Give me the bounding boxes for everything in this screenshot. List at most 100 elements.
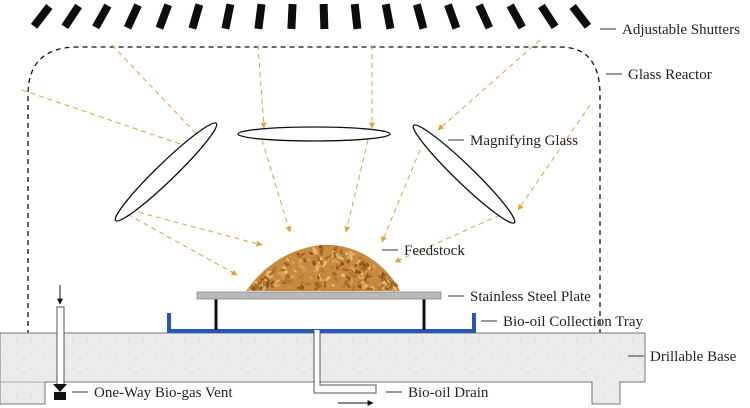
feedstock-chip (302, 268, 307, 272)
feedstock-chip (265, 280, 270, 289)
feedstock-chip (270, 270, 276, 274)
light-ray (119, 209, 238, 276)
feedstock-chip (296, 254, 303, 259)
feedstock-chip (362, 261, 367, 270)
feedstock-chip (349, 253, 353, 261)
feedstock-chip (386, 276, 392, 280)
shutter-slat (475, 3, 493, 30)
feedstock-chip (285, 274, 291, 279)
feedstock-chip (308, 276, 314, 280)
feedstock-chip (377, 285, 382, 291)
feedstock-chip (291, 261, 295, 265)
feedstock-chip (316, 263, 321, 268)
light-ray (111, 44, 203, 141)
feedstock-chip (350, 266, 356, 273)
magnifying-glasses (114, 122, 516, 224)
feedstock-chip (374, 283, 377, 287)
feedstock-chip (331, 284, 335, 287)
feedstock-chip (282, 274, 285, 281)
light-rays (21, 39, 591, 276)
feedstock-chip (299, 273, 305, 279)
feedstock-chip (360, 275, 365, 280)
light-ray (517, 104, 591, 211)
feedstock-chip (274, 284, 281, 288)
feedstock-chip (318, 244, 323, 249)
feedstock-chip (293, 269, 297, 273)
feedstock-chip (325, 275, 331, 282)
feedstock-chip (333, 246, 338, 252)
label-magnifying-glass: Magnifying Glass (470, 133, 578, 149)
feedstock-chip (329, 266, 334, 269)
light-ray (21, 89, 199, 152)
glass-reactor-dome (27, 46, 601, 335)
light-ray (437, 39, 541, 131)
stainless-steel-plate (196, 291, 442, 300)
feedstock-chip (356, 258, 362, 265)
feedstock-chip (298, 281, 304, 288)
feedstock-chip (350, 277, 353, 285)
label-stainless-steel-plate: Stainless Steel Plate (470, 289, 591, 305)
feedstock-chip (298, 257, 303, 265)
feedstock-chip (319, 260, 324, 266)
feedstock-chip (303, 258, 307, 263)
feedstock-chip (342, 254, 348, 263)
shutter-slat (569, 4, 592, 29)
feedstock-chip (335, 252, 340, 259)
feedstock-chip (324, 280, 326, 290)
one-way-valve-icon (53, 384, 67, 400)
feedstock-chip (348, 250, 355, 256)
feedstock-chip (300, 285, 305, 290)
shutter-slat (30, 4, 53, 29)
light-ray (257, 44, 267, 129)
feedstock-chip (304, 259, 312, 262)
feedstock-chip (254, 283, 260, 290)
feedstock-chip (318, 273, 322, 281)
feedstock-chip (339, 261, 345, 266)
feedstock-chip (357, 284, 363, 289)
feedstock-chip (354, 263, 358, 268)
feedstock-chip (352, 285, 355, 292)
label-bio-oil-drain: Bio-oil Drain (408, 385, 489, 401)
feedstock-chip (362, 259, 366, 262)
label-drillable-base: Drillable Base (650, 349, 737, 365)
feedstock-chip (333, 276, 339, 282)
shutter-slat (254, 3, 266, 30)
light-ray (381, 149, 421, 243)
feedstock-chip (281, 266, 287, 270)
feedstock-chip (315, 282, 319, 290)
feedstock-chip (288, 256, 291, 261)
label-bio-oil-collection-tray: Bio-oil Collection Tray (503, 314, 644, 330)
feedstock-chip (347, 284, 351, 289)
feedstock-chip (331, 250, 334, 259)
feedstock-chip (301, 280, 306, 285)
light-ray (344, 139, 369, 233)
feedstock-chip (289, 275, 296, 279)
shutter-slat (444, 3, 461, 30)
shutter-slat (381, 3, 395, 30)
feedstock-chip (300, 252, 306, 256)
feedstock-chip (271, 265, 278, 272)
magnifying-glass-left (114, 122, 218, 222)
feedstock-chip (383, 287, 390, 290)
feedstock-chip (362, 266, 368, 273)
feedstock-chip (365, 281, 370, 285)
shutter-slat (287, 3, 297, 30)
feedstock-chip (318, 278, 325, 282)
magnifying-glass-center (237, 126, 391, 142)
feedstock-chip (336, 266, 339, 270)
feedstock-chip (361, 280, 365, 284)
shutter-slat (506, 3, 526, 30)
leader-lines (72, 28, 644, 393)
feedstock-chip (341, 273, 345, 277)
feedstock-chip (391, 281, 399, 287)
feedstock-chip (383, 277, 389, 284)
feedstock-chip (275, 279, 280, 283)
light-ray (394, 214, 501, 263)
feedstock-chip (357, 279, 362, 285)
feedstock-chip (350, 270, 355, 277)
feedstock-chip (318, 268, 327, 274)
bio-gas-vent-pipe (56, 306, 65, 386)
feedstock-chip (251, 286, 256, 291)
